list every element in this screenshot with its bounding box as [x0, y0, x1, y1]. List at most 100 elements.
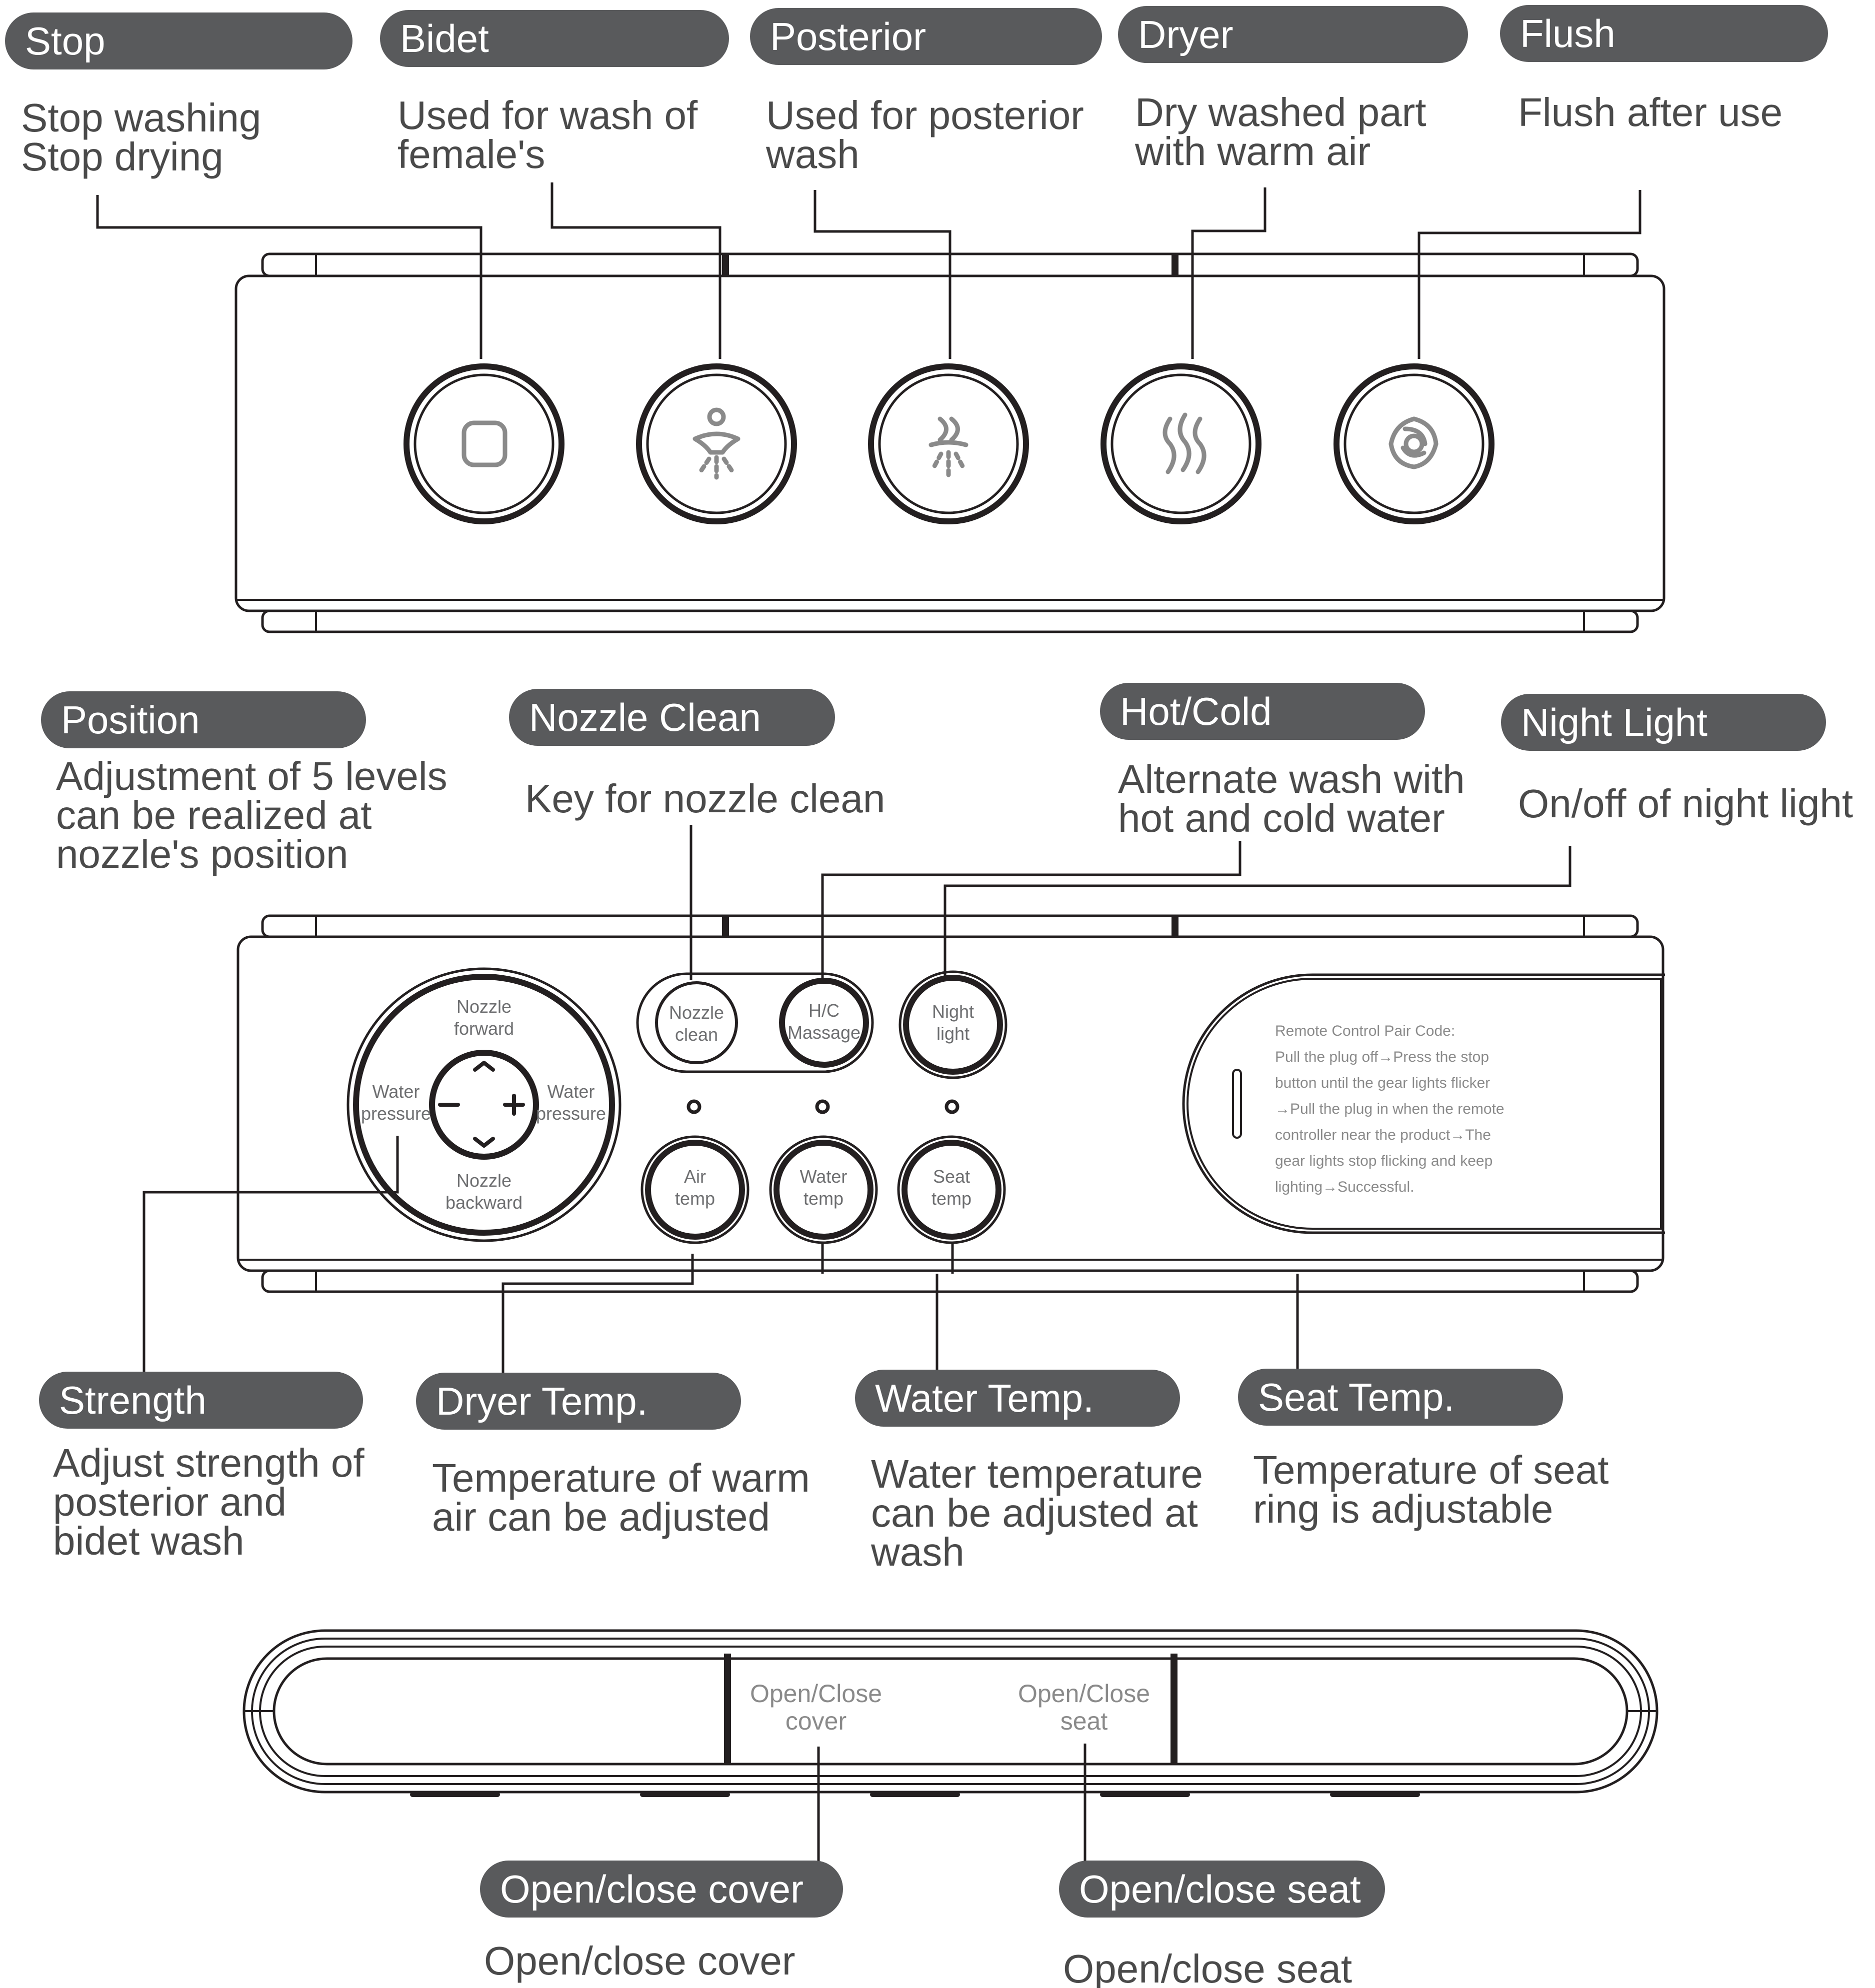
arrow-icons	[438, 1061, 525, 1148]
pair-code-note-line: gear lights stop flicking and keep	[1275, 1153, 1492, 1169]
strength-label-pill	[39, 1372, 363, 1429]
position-pressure-dial[interactable]: Nozzle forward Nozzle backward Water pre…	[346, 967, 622, 1242]
nozzle-clean-label: Nozzle Clean	[529, 695, 761, 739]
seat-temp-description-line: Temperature of seat	[1253, 1448, 1608, 1492]
hot-cold-label-pill	[1100, 683, 1425, 740]
strength-description-line: posterior and	[53, 1480, 286, 1524]
open-close-cover-label: Open/close cover	[500, 1867, 804, 1911]
warm-air-icon	[1162, 412, 1206, 474]
posterior-button[interactable]	[868, 363, 1029, 524]
seat-button-label-1: Open/Close	[1018, 1680, 1150, 1708]
flush-label-pill	[1500, 5, 1828, 62]
gear-light-2	[815, 1099, 830, 1114]
pair-code-note-line: controller near the product→The	[1275, 1127, 1491, 1143]
bidet-spray-icon	[692, 407, 740, 480]
dial-top-line1: Nozzle	[456, 996, 512, 1017]
air-temp-button[interactable]: Air temp	[640, 1135, 750, 1244]
bottom-panel: Open/Close cover Open/Close seat Open/cl…	[242, 1629, 1658, 1988]
hc-massage-label-2: Massage	[788, 1022, 860, 1043]
hc-massage-button[interactable]: H/C Massage	[779, 978, 869, 1068]
position-label-pill	[41, 691, 366, 748]
posterior-label: Posterior	[770, 14, 926, 58]
night-light-label-2: light	[936, 1023, 970, 1044]
seat-temp-label-2: temp	[932, 1188, 972, 1209]
dryer-label: Dryer	[1138, 12, 1234, 56]
water-temp-button[interactable]: Water temp	[769, 1135, 878, 1244]
pair-code-note-line: Remote Control Pair Code:	[1275, 1023, 1455, 1039]
water-temp-description-line: can be adjusted at	[871, 1491, 1198, 1535]
air-temp-label-2: temp	[675, 1188, 715, 1209]
night-light-button[interactable]: Night light	[898, 970, 1008, 1079]
water-temp-label-1: Water	[800, 1166, 848, 1187]
open-close-seat-button[interactable]: Open/Close seat	[980, 1660, 1170, 1762]
dryer-button[interactable]	[1100, 363, 1262, 524]
posterior-label-pill	[750, 8, 1102, 65]
posterior-spray-icon	[928, 416, 968, 480]
air-temp-label-1: Air	[684, 1166, 706, 1187]
middle-panel: Nozzle forward Nozzle backward Water pre…	[39, 683, 1853, 1574]
nozzle-clean-label-1: Nozzle	[669, 1002, 724, 1023]
nozzle-clean-label-pill	[509, 689, 835, 746]
battery-cover: Remote Control Pair Code:Pull the plug o…	[1182, 973, 1665, 1234]
water-temp-label-2: temp	[804, 1188, 844, 1209]
open-close-seat-label-pill	[1059, 1861, 1385, 1918]
water-temp-description-line: Water temperature	[871, 1452, 1203, 1496]
gear-light-3	[944, 1099, 960, 1114]
bidet-description-line: female's	[398, 132, 545, 176]
stop-square-icon	[462, 420, 508, 467]
open-close-cover-button[interactable]: Open/Close cover	[735, 1660, 945, 1762]
hot-cold-label: Hot/Cold	[1120, 689, 1272, 733]
hot-cold-description-line: hot and cold water	[1118, 796, 1445, 840]
cover-button-label-1: Open/Close	[750, 1680, 882, 1708]
dryer-description-line: Dry washed part	[1135, 90, 1426, 134]
pair-code-note: Remote Control Pair Code:Pull the plug o…	[1275, 1023, 1504, 1195]
stop-description-line: Stop drying	[21, 134, 224, 179]
strength-label: Strength	[59, 1378, 206, 1422]
stop-button[interactable]	[404, 363, 564, 524]
strength-description-line: Adjust strength of	[53, 1441, 364, 1485]
posterior-description-line: wash	[766, 132, 860, 176]
cover-button-label-2: cover	[786, 1707, 846, 1735]
dryer-temp-label-pill	[416, 1373, 741, 1430]
position-description-line: nozzle's position	[56, 832, 348, 876]
pair-code-note-line: lighting→Successful.	[1275, 1179, 1414, 1195]
flush-description-line: Flush after use	[1518, 90, 1782, 134]
dial-bottom-line2: backward	[446, 1192, 522, 1213]
stop-description-line: Stop washing	[21, 95, 261, 140]
night-light-description-line: On/off of night light	[1518, 781, 1853, 826]
nozzle-hc-pill	[636, 972, 874, 1073]
water-temp-label-pill	[855, 1370, 1180, 1427]
bidet-description-line: Used for wash of	[398, 93, 698, 137]
position-label: Position	[61, 698, 200, 742]
seat-button-label-2: seat	[1060, 1707, 1108, 1735]
flush-label: Flush	[1520, 11, 1616, 55]
dryer-description-line: with warm air	[1134, 129, 1370, 173]
open-close-cover-description-line: Open/close cover	[484, 1939, 796, 1983]
dial-bottom-line1: Nozzle	[456, 1170, 512, 1191]
nozzle-clean-description-line: Key for nozzle clean	[525, 776, 885, 821]
bidet-button[interactable]	[636, 363, 797, 524]
bidet-label: Bidet	[400, 16, 489, 60]
stop-label-pill	[5, 12, 352, 69]
hc-massage-label-1: H/C	[808, 1000, 840, 1021]
flush-button[interactable]	[1334, 363, 1494, 524]
flush-swirl-icon	[1388, 416, 1438, 469]
seat-temp-button[interactable]: Seat temp	[897, 1135, 1006, 1244]
dryer-temp-description-line: air can be adjusted	[432, 1495, 770, 1539]
nozzle-clean-button[interactable]: Nozzle clean	[655, 981, 738, 1064]
dial-left-line2: pressure	[361, 1103, 431, 1124]
open-close-seat-description-line: Open/close seat	[1063, 1947, 1352, 1988]
